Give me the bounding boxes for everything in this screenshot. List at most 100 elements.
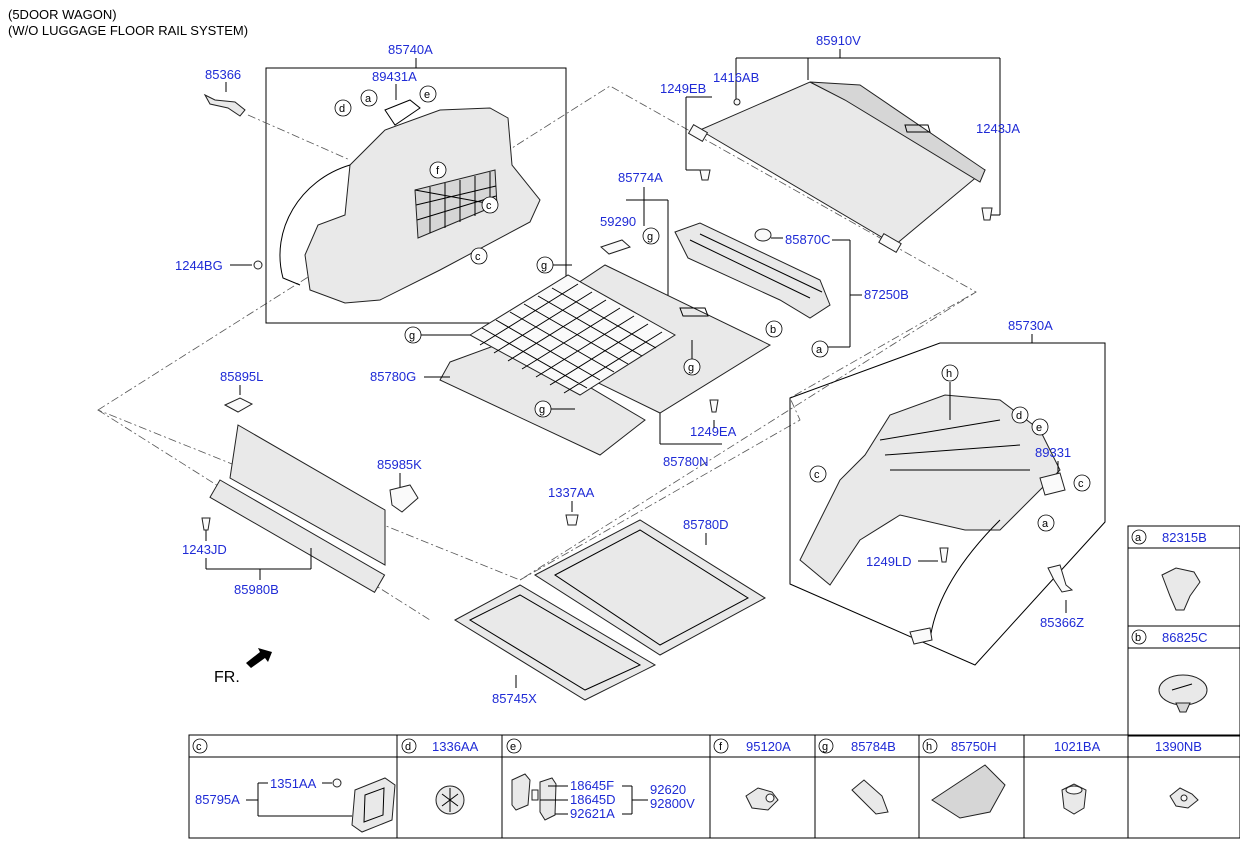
cover-85795A-icon [351,777,396,833]
legend-1390NB-part: 1390NB [1155,739,1202,754]
header-line-1: (5DOOR WAGON) [8,7,117,22]
callout-a-right: a [1037,514,1055,532]
svg-text:f: f [719,741,723,753]
legend-a-part: 82315B [1162,530,1207,545]
callout-b-sill: b [765,320,783,338]
front-arrow-icon [246,648,272,668]
legend-e-part-3: 92621A [570,806,615,821]
label-85780N: 85780N [663,454,709,469]
legend-b-letter: b [1131,629,1147,645]
hook-85784B-icon [851,779,889,815]
callout-g-1: g [536,256,554,274]
svg-text:c: c [475,251,481,263]
svg-text:a: a [1135,532,1142,544]
callout-h-right: h [941,364,959,382]
legend-h-letter: h [922,738,938,754]
svg-text:a: a [365,93,372,105]
svg-text:a: a [1042,518,1049,530]
luggage-net-85774A [469,274,676,396]
tray-85780D [534,519,766,656]
label-85366Z: 85366Z [1040,615,1084,630]
callout-g-top: g [642,227,660,245]
callout-c-right-1: c [809,465,827,483]
svg-text:d: d [405,741,411,753]
svg-text:c: c [486,200,492,212]
label-1244BG: 1244BG [175,258,223,273]
legend-b-part: 86825C [1162,630,1208,645]
svg-text:c: c [196,741,202,753]
label-89431A: 89431A [372,69,417,84]
svg-text:g: g [647,231,653,243]
callout-f-left: f [429,161,447,179]
legend-e-part-4: 92620 [650,782,686,797]
callout-a-sill: a [811,340,829,358]
svg-text:a: a [816,344,823,356]
label-85730A: 85730A [1008,318,1053,333]
callout-e-left: e [419,85,437,103]
callout-c-right-2: c [1073,474,1091,492]
callout-d-left: d [334,99,352,117]
label-1337AA: 1337AA [548,485,595,500]
cover-85910V [698,81,986,246]
callout-g-4: g [534,400,552,418]
box-85730A [789,342,1106,666]
svg-text:e: e [1036,422,1042,434]
legend-e-part-5: 92800V [650,796,695,811]
lamp-lens-icon [539,777,557,821]
legend-c-sub: 1351AA [270,776,317,791]
legend-f-letter: f [713,738,729,754]
svg-text:d: d [339,103,345,115]
nut-1351AA-icon [332,778,342,788]
callout-g-2: g [404,326,422,344]
legend-c-letter: c [192,738,208,754]
legend-f-part: 95120A [746,739,791,754]
callout-a-left: a [360,89,378,107]
legend-e-part-1: 18645F [570,778,614,793]
callout-d-right: d [1011,406,1029,424]
label-1243JD: 1243JD [182,542,227,557]
legend-1021BA-part: 1021BA [1054,739,1101,754]
legend-g-part: 85784B [851,739,896,754]
svg-text:g: g [539,404,545,416]
label-85980B: 85980B [234,582,279,597]
label-85910V: 85910V [816,33,861,48]
svg-text:e: e [510,741,516,753]
label-1249EA: 1249EA [690,424,737,439]
svg-text:b: b [770,324,776,336]
pad-85750H-icon [931,764,1006,819]
svg-text:g: g [822,741,828,753]
callout-e-right: e [1031,418,1049,436]
label-85870C: 85870C [785,232,831,247]
clip-82315B-icon [1161,567,1201,611]
svg-text:h: h [926,741,932,753]
svg-text:g: g [409,330,415,342]
legend-side-box [1127,525,1240,737]
svg-text:g: g [541,260,547,272]
svg-text:h: h [946,368,952,380]
tray-85745X [453,584,657,701]
legend-h-part: 85750H [951,739,997,754]
legend-c-main: 85795A [195,792,240,807]
label-85774A: 85774A [618,170,663,185]
callout-g-3: g [683,358,701,376]
tonneau-85980B [229,424,386,566]
svg-text:c: c [814,469,820,481]
label-85780G: 85780G [370,369,416,384]
legend-bottom-table [188,734,1240,839]
legend-e-letter: e [506,738,522,754]
cap-86825C-icon [1158,674,1208,706]
callout-c-left-2: c [470,247,488,265]
legend-e-part-2: 18645D [570,792,616,807]
label-1249EB: 1249EB [660,81,706,96]
header-line-2: (W/O LUGGAGE FLOOR RAIL SYSTEM) [8,23,248,38]
label-85366: 85366 [205,67,241,82]
legend-g-letter: g [818,738,834,754]
label-85985K: 85985K [377,457,422,472]
svg-text:b: b [1135,632,1141,644]
legend-a-letter: a [1131,529,1147,545]
label-85745X: 85745X [492,691,537,706]
svg-text:c: c [1078,478,1084,490]
legend-d-part: 1336AA [432,739,479,754]
right-trim-panel [799,394,1061,586]
